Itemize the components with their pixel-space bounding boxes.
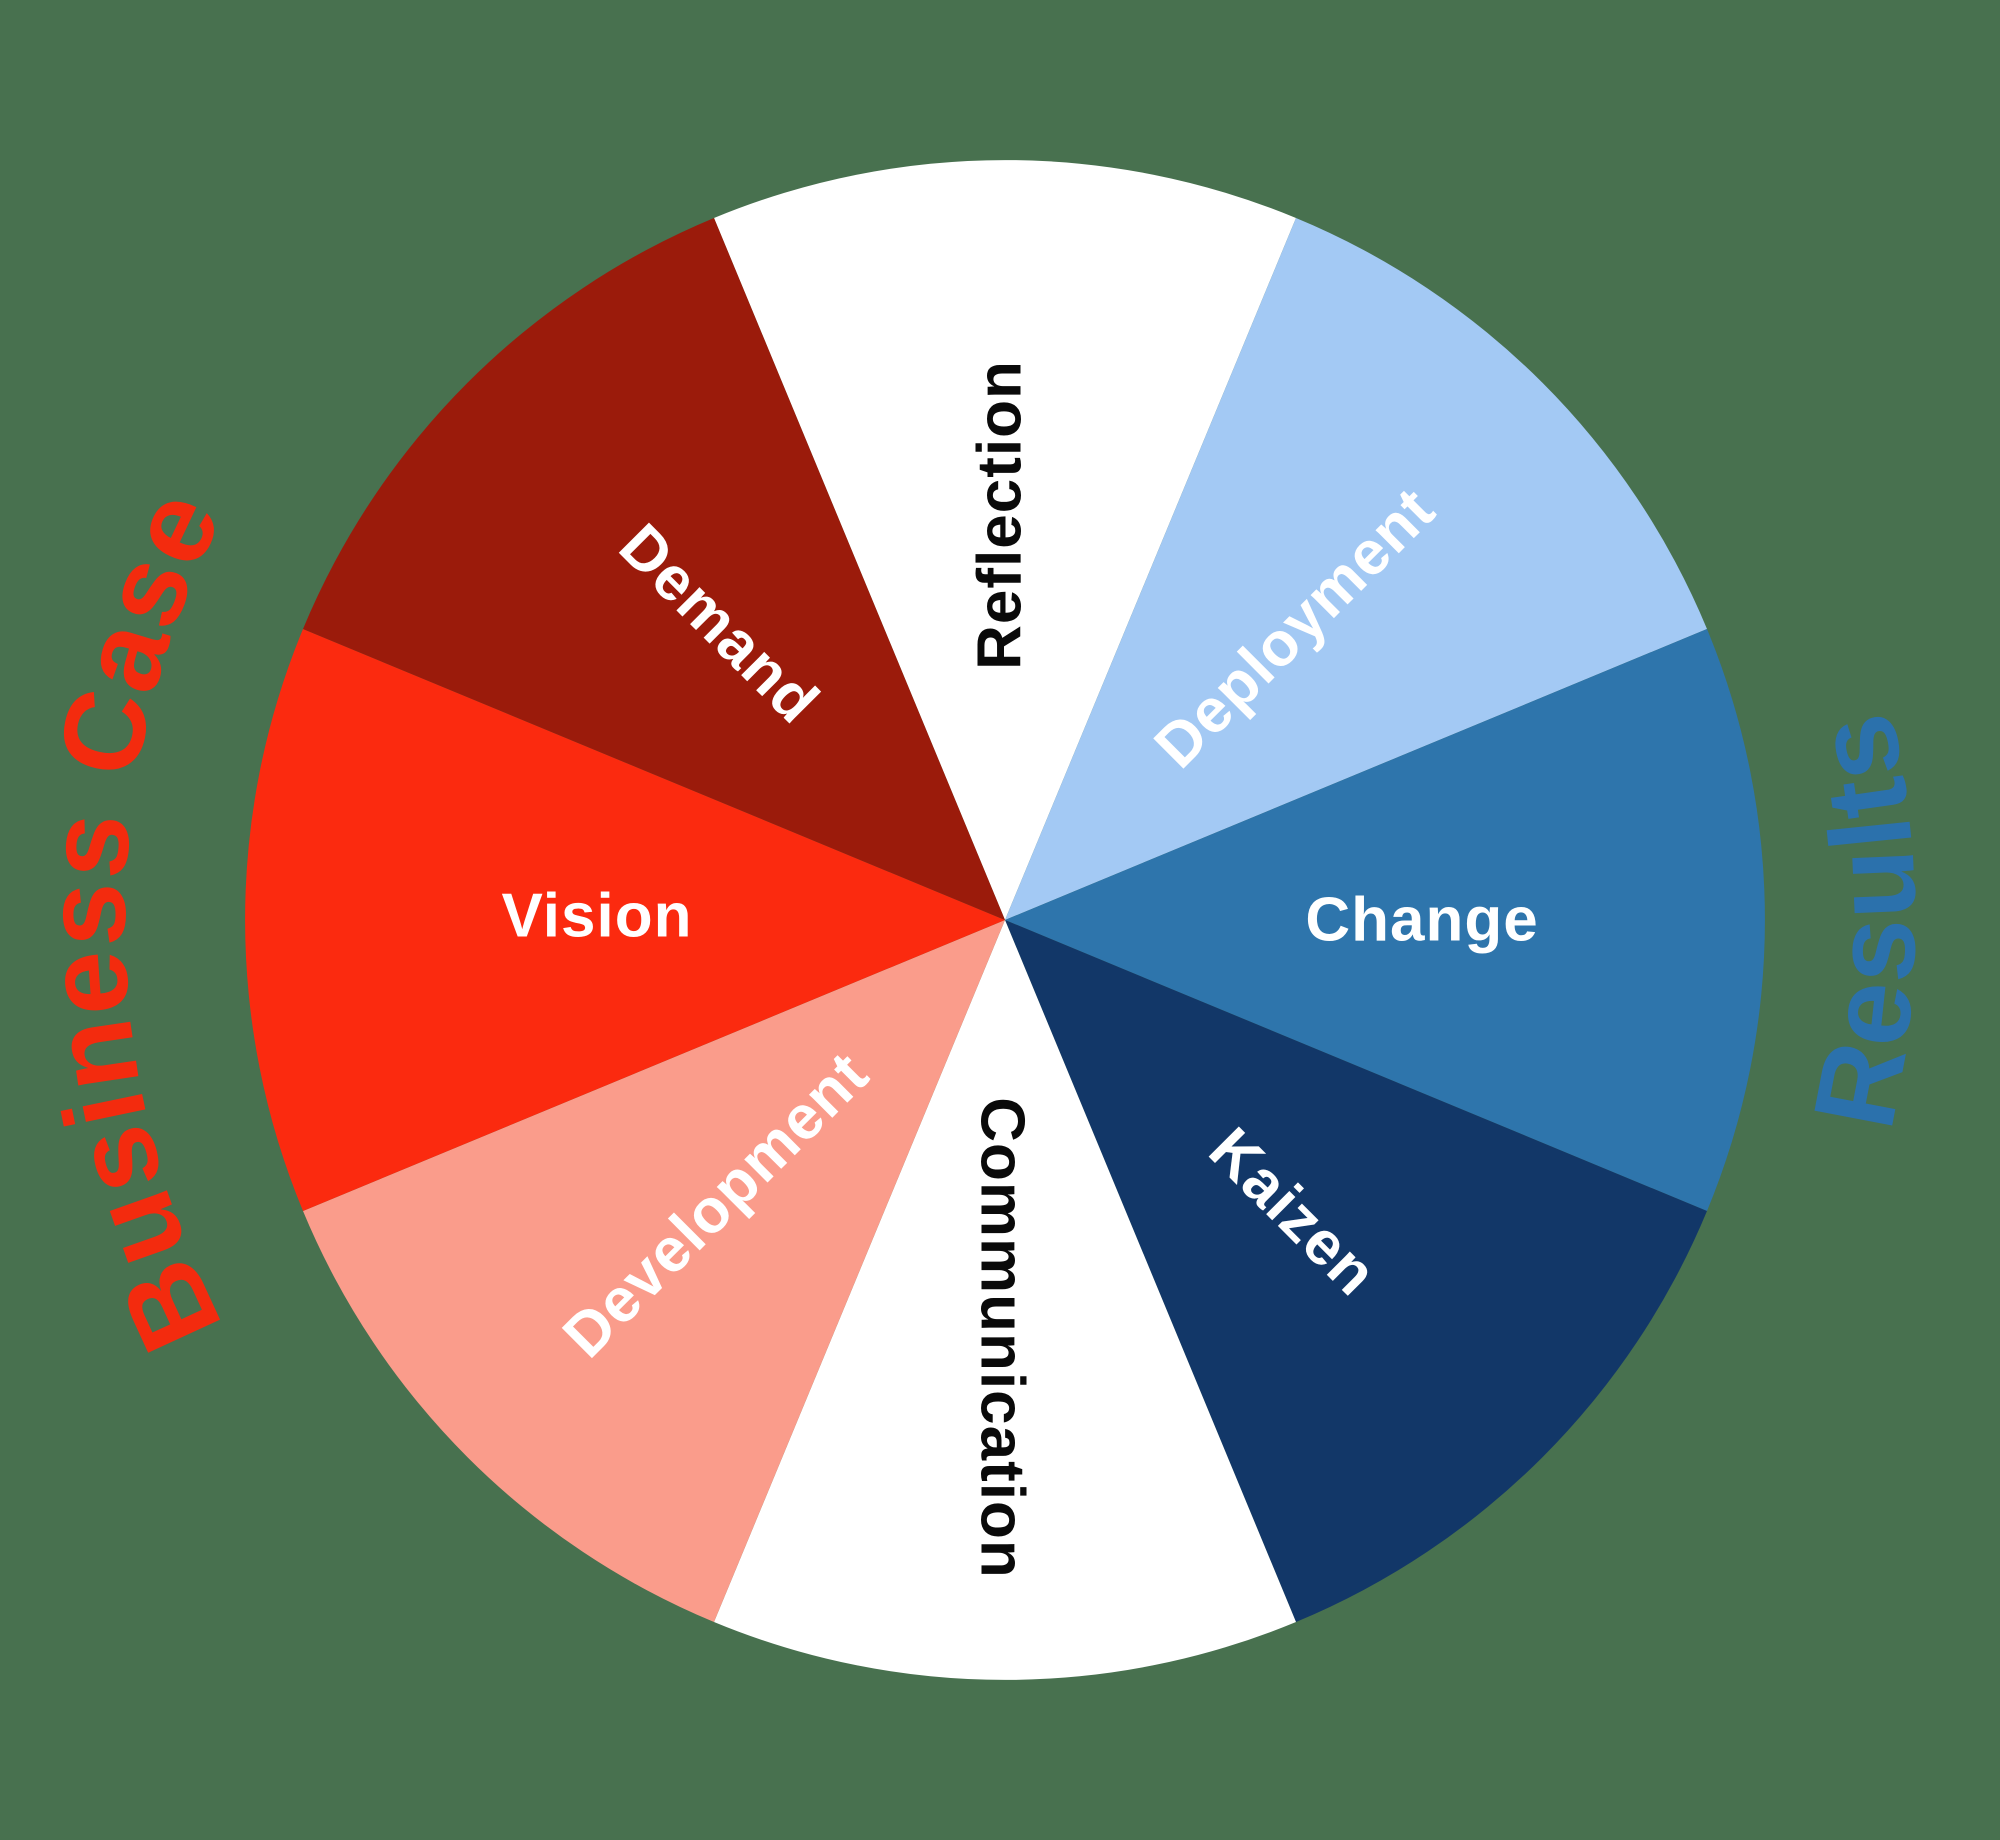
- segment-deployment: [1005, 218, 1707, 920]
- wheel-segments: [245, 160, 1765, 1680]
- segment-development: [303, 920, 1005, 1622]
- segment-label-communication: Communication: [968, 1097, 1037, 1578]
- segment-reflection: [714, 160, 1296, 921]
- segment-change: [1005, 629, 1765, 1211]
- segment-demand: [303, 218, 1005, 920]
- segment-label-vision: Vision: [502, 882, 693, 951]
- segment-kaizen: [1005, 920, 1707, 1622]
- results-label: Results: [1789, 702, 1940, 1138]
- segment-label-change: Change: [1305, 886, 1538, 955]
- segment-vision: [245, 629, 1005, 1211]
- segment-communication: [714, 920, 1296, 1680]
- results-label-text: Results: [1789, 702, 1938, 1138]
- segment-label-reflection: Reflection: [966, 360, 1035, 670]
